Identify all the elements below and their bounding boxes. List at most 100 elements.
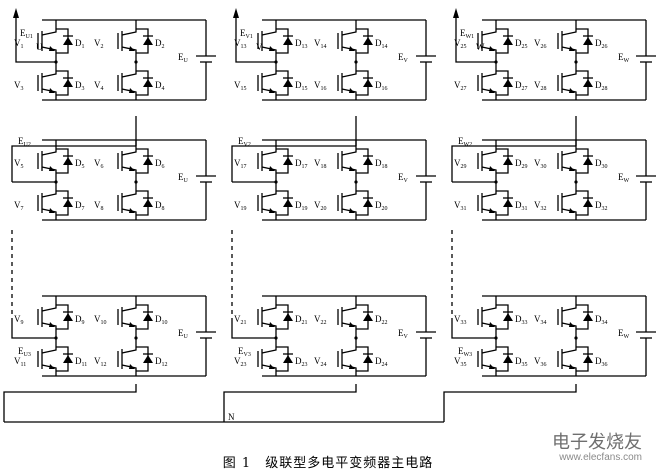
label-subscript: 27	[461, 86, 467, 92]
diode-triangle	[583, 79, 593, 87]
cascade-link	[11, 320, 56, 339]
label-subscript: 4	[101, 86, 104, 92]
diode-triangle	[283, 355, 293, 363]
diode-label: D1	[75, 38, 85, 50]
switch-label: V14	[314, 38, 327, 50]
diode-label: D34	[595, 314, 608, 326]
igbt-collector	[481, 186, 497, 198]
switch-label: V16	[314, 80, 327, 92]
igbt-collector	[561, 24, 577, 36]
igbt-emitter	[561, 88, 577, 100]
diode-label: D8	[155, 200, 165, 212]
igbt-collector	[561, 144, 577, 156]
emitter-arrow	[49, 88, 55, 93]
diode-label: D22	[375, 314, 388, 326]
diode-label: D12	[155, 356, 168, 368]
diode-triangle	[283, 199, 293, 207]
junction-dot	[574, 60, 578, 64]
label-subscript: 2	[162, 44, 165, 50]
igbt-collector	[261, 144, 277, 156]
label-subscript: 11	[82, 362, 88, 368]
igbt-collector	[261, 342, 277, 354]
switch-label: V21	[234, 314, 247, 326]
diode-triangle	[143, 313, 153, 321]
igbt-collector	[481, 66, 497, 78]
diode-label: D29	[515, 158, 528, 170]
switch-label: V2	[94, 38, 104, 50]
label-subscript: 25	[522, 44, 528, 50]
label-subscript: 8	[101, 206, 104, 212]
emitter-arrow	[349, 322, 355, 327]
emitter-arrow	[129, 322, 135, 327]
phase-terminal-label: U	[36, 42, 43, 52]
phase-terminal-label: W	[476, 42, 485, 52]
label-subscript: U	[184, 58, 189, 64]
emitter-arrow	[269, 208, 275, 213]
dc-source-label: EU	[178, 328, 189, 340]
emitter-arrow	[269, 88, 275, 93]
switch-label: V20	[314, 200, 327, 212]
emitter-arrow	[349, 364, 355, 369]
cascade-link	[11, 145, 136, 182]
igbt-collector	[561, 186, 577, 198]
igbt-collector	[561, 300, 577, 312]
label-subscript: 10	[162, 320, 168, 326]
label-subscript: 33	[522, 320, 528, 326]
switch-label: V17	[234, 158, 247, 170]
emitter-arrow	[49, 46, 55, 51]
emitter-arrow	[349, 166, 355, 171]
diode-triangle	[283, 313, 293, 321]
label-subscript: 8	[162, 206, 165, 212]
diode-label: D19	[295, 200, 308, 212]
igbt-collector	[341, 144, 357, 156]
igbt-collector	[341, 300, 357, 312]
label-subscript: 19	[241, 206, 247, 212]
label-subscript: W	[624, 334, 630, 340]
label-subscript: W1	[466, 34, 475, 40]
igbt-emitter	[41, 88, 57, 100]
igbt-collector	[481, 300, 497, 312]
diode-triangle	[283, 37, 293, 45]
label-subscript: 1	[82, 44, 85, 50]
diode-triangle	[143, 37, 153, 45]
watermark-url: www.elecfans.com	[559, 452, 642, 463]
figure-caption: 图 1 级联型多电平变频器主电路	[222, 456, 434, 471]
label-subscript: 27	[522, 86, 528, 92]
emitter-arrow	[489, 46, 495, 51]
emitter-arrow	[349, 208, 355, 213]
diode-triangle	[63, 199, 73, 207]
emitter-arrow	[569, 46, 575, 51]
emitter-arrow	[569, 166, 575, 171]
junction-dot	[574, 336, 578, 340]
igbt-collector	[121, 300, 137, 312]
label-subscript: 34	[541, 320, 547, 326]
diode-triangle	[503, 79, 513, 87]
diode-label: D26	[595, 38, 608, 50]
label-subscript: 30	[602, 164, 608, 170]
diode-triangle	[63, 37, 73, 45]
switch-label: V27	[454, 80, 467, 92]
igbt-emitter	[561, 46, 577, 58]
diode-triangle	[283, 79, 293, 87]
junction-dot	[354, 336, 358, 340]
diode-triangle	[63, 313, 73, 321]
igbt-emitter	[481, 88, 497, 100]
diode-label: D9	[75, 314, 85, 326]
diode-label: D25	[515, 38, 528, 50]
diode-triangle	[363, 37, 373, 45]
diode-label: D36	[595, 356, 608, 368]
diode-label: D5	[75, 158, 85, 170]
diode-label: D18	[375, 158, 388, 170]
label-subscript: 6	[162, 164, 165, 170]
